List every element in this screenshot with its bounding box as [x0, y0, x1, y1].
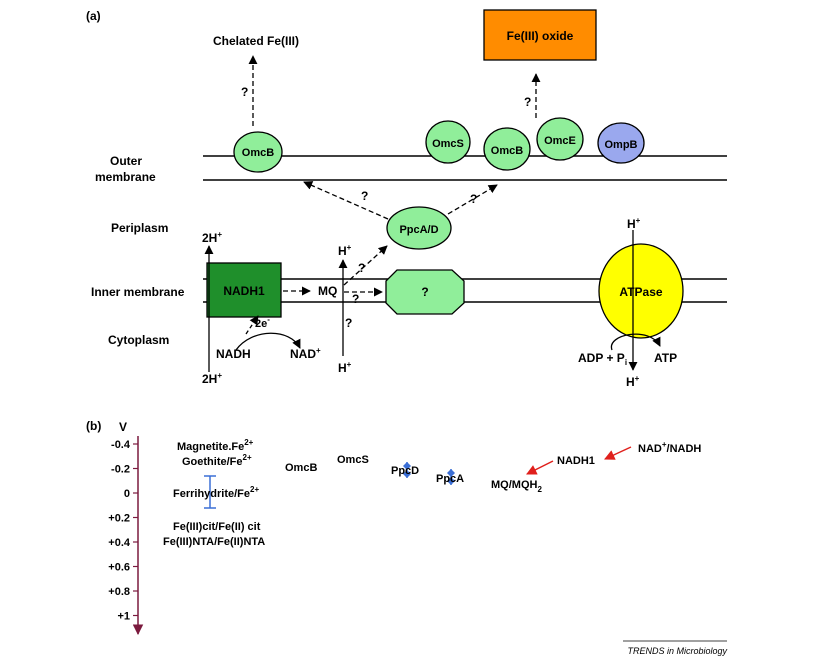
panel-a-label: (a): [86, 9, 101, 23]
unknown-protein-octagon: [385, 269, 465, 315]
region-periplasm-label: Periplasm: [111, 221, 168, 235]
mq-potential-label: MQ/MQH2: [491, 479, 542, 494]
region-inner-membrane-label: Inner membrane: [91, 285, 185, 299]
footer-journal-label: TRENDS in Microbiology: [627, 646, 727, 656]
panel-b-label: (b): [86, 419, 101, 433]
axis-tick-label: -0.4: [111, 439, 131, 451]
axis-unit-label: V: [119, 420, 127, 434]
region-outer-membrane-label: membrane: [95, 170, 156, 184]
h-top-label: H+: [338, 243, 352, 258]
region-cytoplasm-label: Cytoplasm: [108, 333, 169, 347]
atpase-label: ATPase: [619, 285, 662, 299]
omce-label: OmcE: [544, 135, 576, 147]
ppcad-to-omcb-arrow: [303, 181, 389, 220]
omcb-right-label: OmcB: [491, 145, 523, 157]
nadh-oxidation-arrow: [235, 332, 301, 351]
fe-cit-label: Fe(III)cit/Fe(II) cit: [173, 521, 261, 533]
mq-label: MQ: [318, 284, 337, 298]
question-mark-ppcad-right: ?: [470, 192, 477, 206]
nadh1-label: NADH1: [223, 284, 265, 298]
omcs-potential-label: OmcS: [337, 454, 369, 466]
fe-oxide-label: Fe(III) oxide: [507, 29, 574, 43]
chelated-fe-label: Chelated Fe(III): [213, 34, 299, 48]
ferrihydrite-label: Ferrihydrite/Fe2+: [173, 485, 259, 500]
axis-tick-label: +0.6: [108, 562, 130, 574]
magnetite-label: Magnetite.Fe2+: [177, 438, 254, 453]
omcb-right-ellipse: [483, 127, 531, 171]
nad-label: NAD+: [290, 346, 321, 361]
omce-ellipse: [536, 117, 584, 161]
ompb-ellipse: [597, 122, 645, 164]
omcb-left-label: OmcB: [242, 147, 274, 159]
ppcad-ellipse: [386, 206, 452, 250]
ppca-label: PpcA: [436, 473, 464, 485]
two-h-top-label: 2H+: [202, 230, 222, 245]
fe-oxide-box: [483, 9, 597, 61]
nadh-label: NADH: [216, 347, 251, 361]
omcb-left-ellipse: [233, 131, 283, 173]
axis-tick-label: -0.2: [111, 464, 130, 476]
ppcad-label: PpcA/D: [399, 224, 438, 236]
region-outer-label: Outer: [110, 154, 142, 168]
electron-transfer-arrow: [245, 315, 259, 335]
question-mark-ppcad-left: ?: [361, 189, 368, 203]
nad-to-nadh1-arrow: [604, 446, 632, 460]
question-mark-h: ?: [345, 316, 352, 330]
ppcd-label: PpcD: [391, 465, 419, 477]
h-bottom-label: H+: [338, 360, 352, 375]
question-mark-chelated: ?: [241, 85, 248, 99]
question-mark-mq-ppcad: ?: [358, 261, 365, 275]
question-mark-oxide: ?: [524, 95, 531, 109]
ompb-label: OmpB: [605, 139, 638, 151]
ppca-marker: [447, 469, 455, 485]
ppcad-to-outer-arrow: [447, 184, 498, 215]
atpase-ellipse: [598, 243, 684, 339]
adp-label: ADP + Pi: [578, 351, 627, 367]
axis-tick-label: +1: [117, 611, 130, 623]
atpase-h-top-label: H+: [627, 216, 641, 231]
axis-ticks: -0.4 -0.2 0 +0.2 +0.4 +0.6 +0.8 +1: [108, 439, 138, 623]
atpase-h-bottom-label: H+: [626, 374, 640, 389]
axis-tick-label: +0.4: [108, 537, 131, 549]
goethite-label: Goethite/Fe2+: [182, 453, 252, 468]
two-h-bottom-label: 2H+: [202, 371, 222, 386]
atp-label: ATP: [654, 351, 677, 365]
nadh1-potential-label: NADH1: [557, 455, 595, 467]
fe-nta-label: Fe(III)NTA/Fe(II)NTA: [163, 536, 265, 548]
nadh1-to-mq-red-arrow: [526, 460, 554, 475]
omcb-potential-label: OmcB: [285, 462, 317, 474]
ppcd-marker: [403, 462, 411, 478]
unknown-protein-label: ?: [421, 285, 428, 299]
question-mark-mq: ?: [352, 292, 359, 306]
omcs-label: OmcS: [432, 138, 464, 150]
nad-nadh-label: NAD+/NADH: [638, 440, 701, 455]
axis-tick-label: 0: [124, 488, 130, 500]
two-electron-label: 2e-: [255, 315, 270, 330]
mq-to-ppcad-arrow: [343, 245, 388, 286]
atp-synthesis-arrow: [610, 333, 661, 351]
axis-tick-label: +0.8: [108, 586, 130, 598]
axis-tick-label: +0.2: [108, 513, 130, 525]
omcs-ellipse: [425, 120, 471, 164]
nadh1-box: [206, 262, 282, 318]
